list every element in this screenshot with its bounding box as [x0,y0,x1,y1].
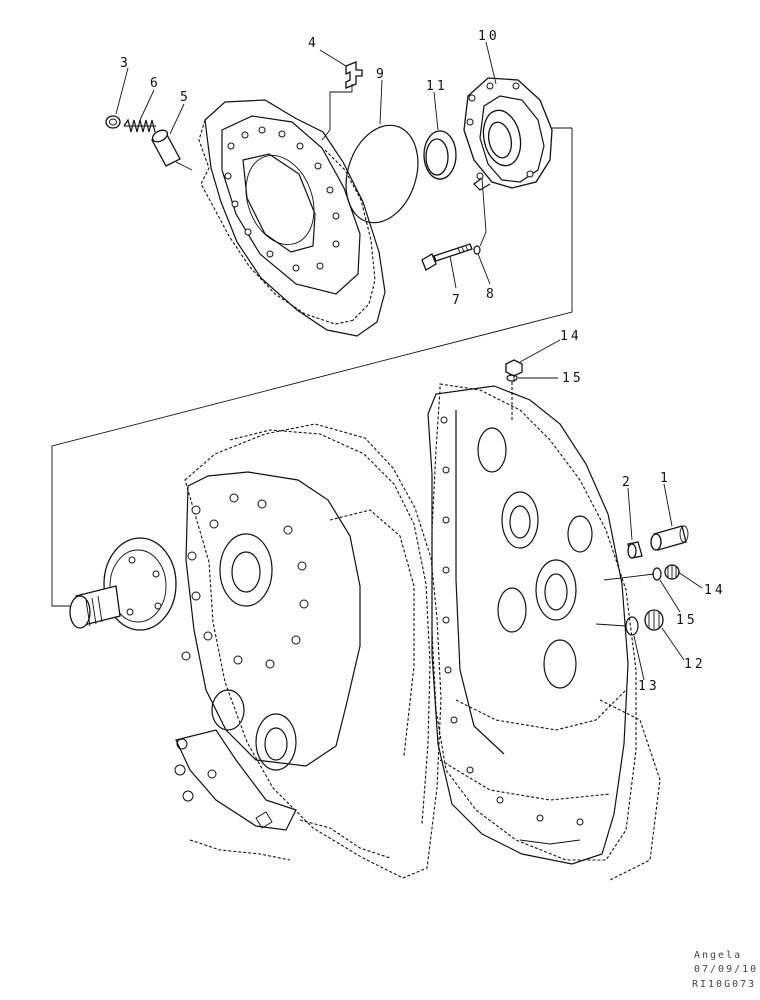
part-4-key [321,61,363,141]
stamp-author: Angela [694,950,742,961]
stamp-date: 07/09/10 [694,964,758,975]
callout-3: 3 [120,56,131,71]
callout-13: 13 [638,679,660,694]
part-2-bushing [627,541,643,559]
callout-6: 6 [150,76,161,91]
part-15-side-washer [652,567,662,581]
callout-leaders [115,41,703,681]
callout-14-side: 14 [704,583,726,598]
transmission-main-housing [174,423,442,879]
callout-4: 4 [308,36,319,51]
callout-11: 11 [426,79,448,94]
transmission-rear-cover [427,383,661,881]
part-8-small-o-ring [473,177,487,255]
callout-1: 1 [660,471,671,486]
callout-15-side: 15 [676,613,698,628]
leader-14-top [519,339,561,363]
callout-15-top: 15 [562,371,584,386]
part-14-side-plug [664,564,680,580]
part-1-sleeve [650,525,689,551]
callout-2: 2 [622,475,633,490]
callout-7: 7 [452,293,463,308]
part-10-pump-cover [463,77,553,191]
callout-8: 8 [486,287,497,302]
drawing-stamp: Angela 07/09/10 RI10G073 [692,950,758,990]
callout-9: 9 [376,67,387,82]
part-5-plunger [151,129,193,171]
callout-14-top: 14 [560,329,582,344]
callout-12: 12 [684,657,706,672]
part-7-bolt [421,243,473,271]
part-11-seal-ring [423,130,457,180]
callout-10: 10 [478,29,500,44]
part-3-ring [105,115,121,129]
stamp-code: RI10G073 [692,979,756,990]
input-shaft-flange [69,537,177,631]
part-9-o-ring [345,124,419,224]
part-13-o-ring [625,616,639,636]
callout-5: 5 [180,90,191,105]
pump-housing-plate [198,99,386,337]
part-14-top-plug [505,359,523,382]
part-12-plug [644,609,664,631]
part-6-spring [123,118,156,133]
part-15-top-washer [506,374,518,382]
assembly-leader-frame [51,128,573,607]
callout-labels: 3 6 5 4 9 11 10 7 8 14 15 1 2 14 15 12 1… [120,29,726,694]
